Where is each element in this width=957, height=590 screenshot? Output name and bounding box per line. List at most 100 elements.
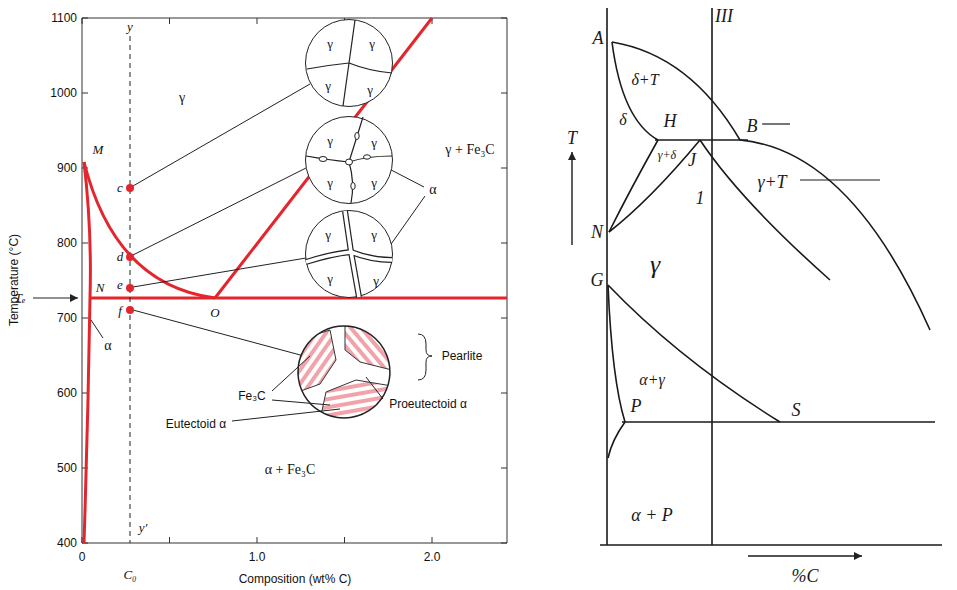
axis-tick: 0: [79, 550, 86, 564]
axis-tick: 500: [57, 461, 77, 475]
grain-boundary: [349, 63, 392, 73]
phase-label: δ: [619, 111, 626, 129]
phase-symbol: γ: [327, 133, 333, 149]
phase-label: α: [104, 338, 111, 354]
axis-title: Composition (wt% C): [239, 572, 352, 586]
phase-symbol: γ: [327, 271, 333, 287]
leader-line: [366, 377, 383, 399]
liquidus-line: [740, 140, 930, 330]
phase-label: γ: [179, 90, 185, 106]
ferrite-particle: [319, 156, 327, 161]
axis-title: %C: [792, 566, 819, 587]
point-label: A: [593, 28, 604, 49]
phase-boundary: [608, 285, 625, 422]
leader-line: [232, 409, 340, 421]
state-point: [126, 253, 134, 261]
ferrite-particle: [345, 159, 352, 165]
ferrite-layer: [306, 252, 351, 262]
point-label: N: [591, 222, 603, 243]
point-label: c: [117, 180, 123, 196]
grain-boundary: [306, 252, 351, 262]
phase-label: γ + Fe₃C: [445, 142, 494, 158]
grain-structure: [305, 19, 393, 107]
leader-line: [272, 400, 330, 405]
ferrite-particle: [363, 154, 370, 158]
temperature-label: Tₑ: [15, 290, 26, 306]
grain-boundary: [351, 252, 392, 260]
grain-boundary: [349, 20, 355, 63]
eutectoid-line: [622, 421, 935, 423]
axis-tick: 1100: [51, 11, 77, 25]
grain-boundary: [343, 63, 349, 106]
callout-label: Eutectoid α: [166, 417, 226, 431]
ferrite-particle: [350, 182, 354, 189]
plot-frame: [82, 18, 507, 543]
point-label: M: [93, 142, 104, 158]
callout-label: α: [429, 182, 436, 198]
phase-boundary: [609, 140, 700, 232]
peritectic-line: [655, 139, 748, 141]
point-label: G: [591, 270, 604, 291]
phase-boundary: [608, 285, 780, 422]
point-label: d: [117, 249, 124, 265]
point-label: f: [118, 303, 122, 319]
grain-boundary: [345, 211, 351, 252]
eutectoid-line: [90, 297, 507, 300]
phase-symbol: γ: [371, 227, 377, 243]
point-label: N: [96, 280, 105, 296]
leader-line: [133, 168, 306, 255]
axis-title: T: [567, 128, 577, 149]
leader-line: [91, 320, 103, 338]
phase-label: δ+T: [631, 71, 658, 89]
point-label: e: [117, 277, 123, 293]
solidus-line: [612, 42, 658, 140]
liquidus-line: [612, 42, 740, 140]
axis-tick: 700: [57, 311, 77, 325]
state-point: [126, 184, 134, 192]
axis-arrow: [571, 152, 572, 245]
phase-boundary: [215, 18, 432, 298]
callout-label: Pearlite: [442, 349, 483, 363]
axis-title: Temperature (°C): [7, 234, 21, 326]
axis-tick: 600: [57, 386, 77, 400]
point-label: y′: [139, 520, 148, 536]
point-label: P: [631, 396, 642, 417]
composition-line: [711, 8, 713, 545]
axis-line: [606, 8, 608, 545]
axis-tick: 400: [57, 536, 77, 550]
axis-line: [600, 544, 942, 546]
composition-label: C₀: [123, 567, 136, 583]
pearlite-colony: [298, 330, 336, 392]
microstructure-circle: [298, 326, 390, 418]
point-label: S: [792, 400, 801, 421]
axis-tick: 2.0: [424, 550, 441, 564]
ferrite-layer: [345, 211, 351, 252]
axis-ticks: [82, 18, 507, 543]
phase-symbol: γ: [373, 273, 379, 289]
point-label: O: [210, 305, 219, 321]
phase-symbol: γ: [325, 227, 331, 243]
microstructure-circle: γ γ γ γ: [305, 210, 393, 298]
solidus-line: [700, 140, 830, 280]
callout-label: Fe₃C: [238, 389, 266, 403]
point-label: H: [664, 111, 677, 132]
ferrite-particle: [354, 132, 358, 139]
phase-label: γ: [650, 250, 660, 280]
phase-symbol: γ: [325, 78, 331, 94]
point-label: 1: [696, 188, 705, 209]
ferrite-layer: [351, 252, 359, 297]
point-label: y: [127, 19, 133, 35]
grain-structure: [305, 210, 393, 298]
phase-symbol: γ: [327, 36, 333, 52]
phase-symbol: γ: [327, 175, 333, 191]
phase-label: γ+T: [757, 172, 786, 193]
axis-arrow: [748, 555, 862, 556]
pearlite-ground: [296, 320, 392, 424]
phase-label: α+γ: [639, 371, 665, 389]
leader-line: [133, 258, 306, 287]
phase-symbol: γ: [367, 82, 373, 98]
grain-boundary: [307, 63, 349, 69]
te-arrow: [33, 298, 78, 299]
phase-boundary: [609, 140, 658, 232]
